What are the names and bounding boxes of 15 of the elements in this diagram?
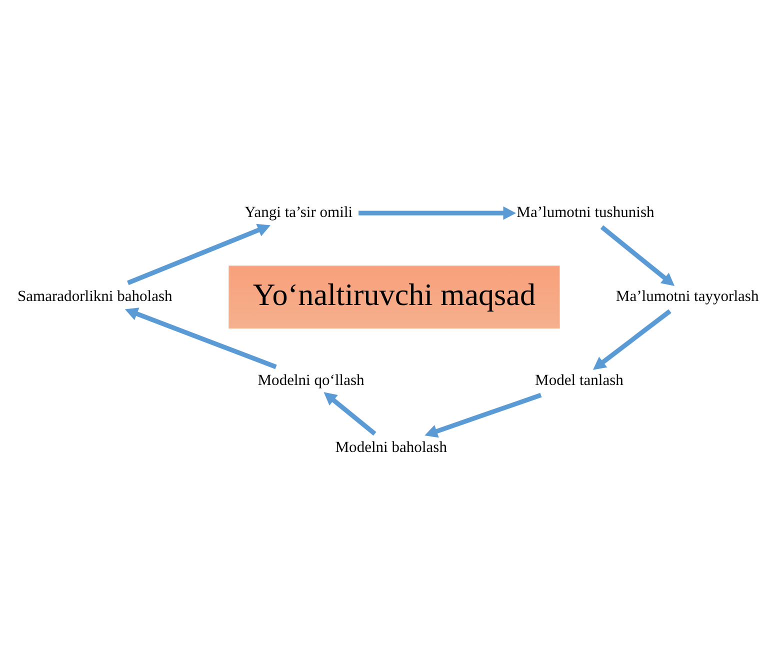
node-text: Yangi ta’sir omili xyxy=(244,204,353,221)
node-text: Ma’lumotni tushunish xyxy=(516,204,654,221)
arrow xyxy=(127,224,271,286)
arrow xyxy=(600,225,675,286)
node-text: Samaradorlikni baholash xyxy=(17,288,172,305)
node-text: Ma’lumotni tayyorlash xyxy=(616,288,759,305)
node-text: Model tanlash xyxy=(535,372,624,389)
arrow xyxy=(324,392,376,436)
node-text: Modelni baholash xyxy=(335,438,447,456)
arrow xyxy=(124,308,277,370)
node-text: Modelni qo‘llash xyxy=(258,372,364,389)
arrow xyxy=(358,206,516,220)
arrow xyxy=(424,392,542,438)
arrow xyxy=(592,309,672,370)
node-box: Yo‘naltiruvchi maqsad xyxy=(228,266,560,329)
